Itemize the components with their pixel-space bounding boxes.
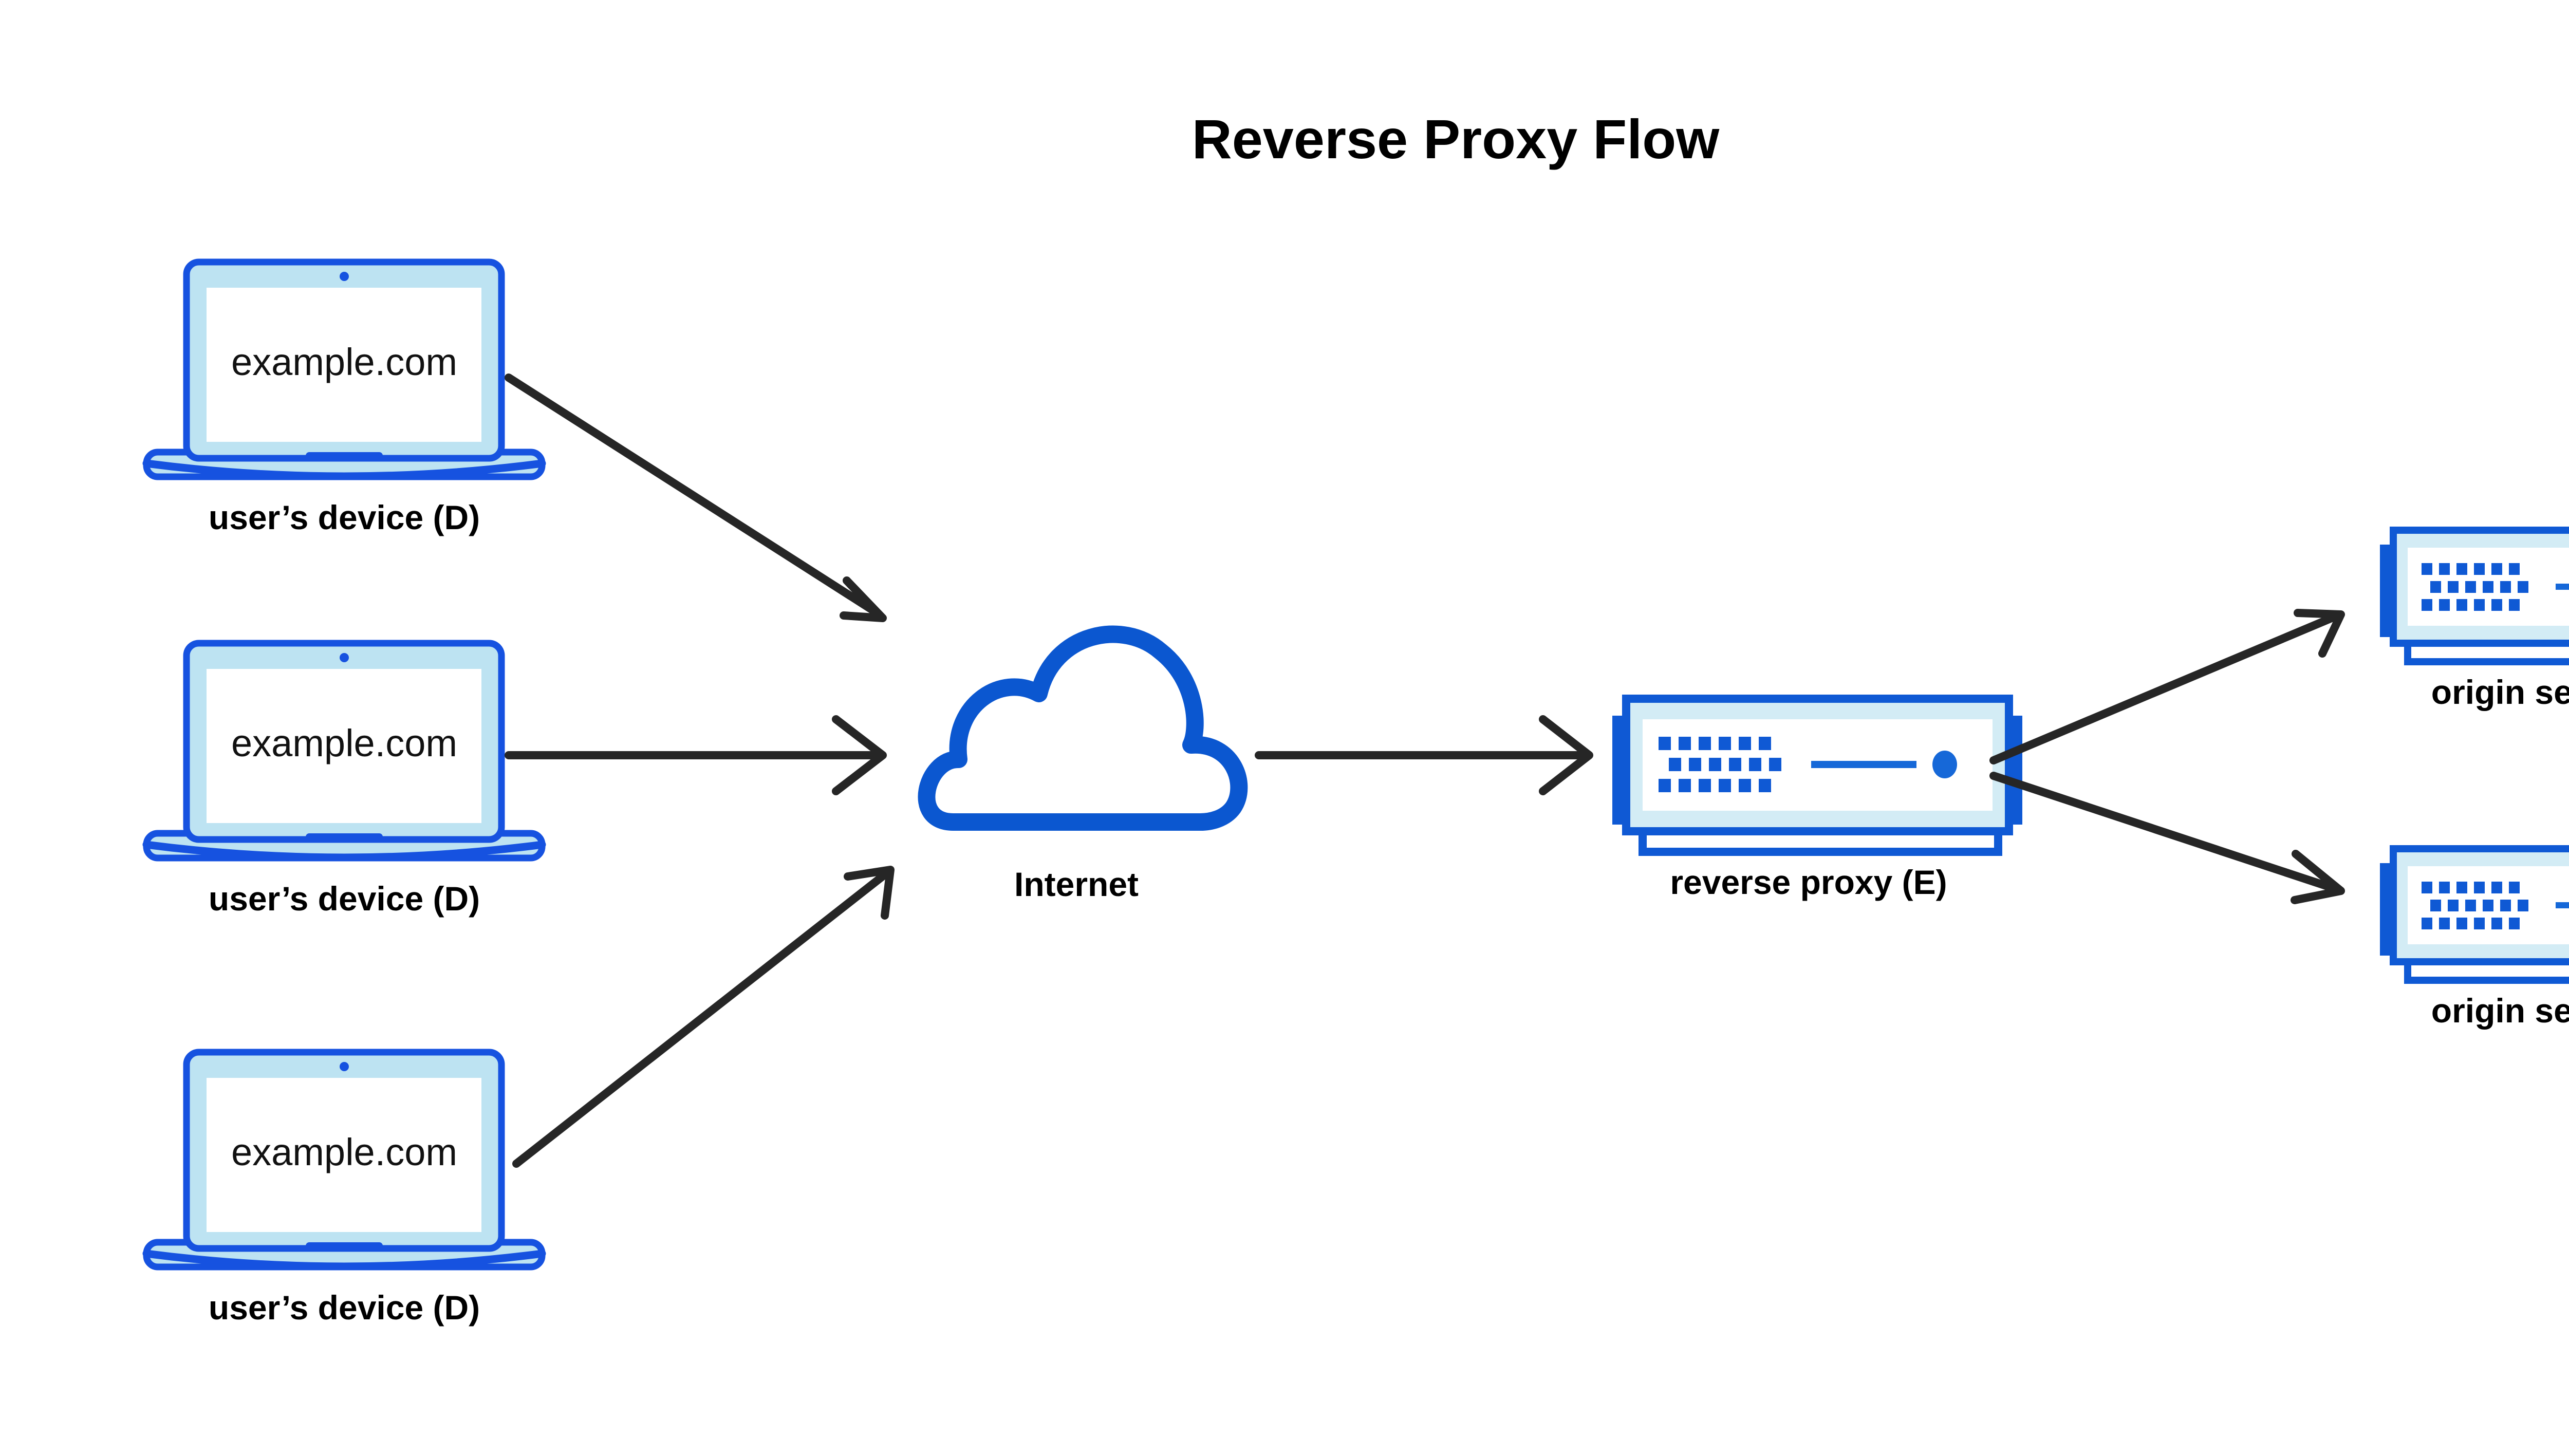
arrowhead-icon [2294, 609, 2345, 658]
arrowhead-icon [832, 715, 887, 795]
origin-bottom-node[interactable]: origin server (F) [2380, 845, 2569, 1030]
arrowhead-icon [844, 866, 895, 920]
edge-reverse-proxy-origin-top [1989, 609, 2345, 764]
webcam-dot-icon [340, 1062, 349, 1071]
internet-label: Internet [1014, 865, 1139, 903]
server-icon [2380, 527, 2569, 665]
device-top-node[interactable]: example.com user’s device (D) [142, 258, 546, 536]
device-top-label: user’s device (D) [209, 498, 480, 536]
server-icon [2380, 845, 2569, 984]
laptop-icon [142, 1049, 546, 1271]
device-bottom-label: user’s device (D) [209, 1289, 480, 1327]
device-screen-text: example.com [231, 1131, 457, 1173]
origin-bottom-label: origin server (F) [2431, 992, 2569, 1030]
edge-device-bottom-internet [512, 866, 895, 1168]
device-screen-text: example.com [231, 341, 457, 383]
cloud-icon [918, 625, 1248, 831]
edge-device-top-internet [505, 374, 887, 622]
reverse-proxy-node[interactable]: reverse proxy (E) [1612, 695, 2022, 901]
laptop-icon [142, 258, 546, 480]
page-title: Reverse Proxy Flow [1192, 108, 1720, 170]
webcam-dot-icon [340, 272, 349, 281]
edge-device-middle-internet [505, 715, 887, 795]
edge-internet-reverse-proxy [1255, 715, 1593, 795]
edge-reverse-proxy-origin-bottom [1989, 772, 2345, 904]
internet-node[interactable]: Internet [918, 625, 1248, 903]
arrowhead-icon [2291, 850, 2345, 904]
device-middle-node[interactable]: example.com user’s device (D) [142, 640, 546, 918]
webcam-dot-icon [340, 653, 349, 662]
arrowhead-icon [1539, 715, 1593, 795]
reverse-proxy-label: reverse proxy (E) [1670, 863, 1947, 901]
server-icon [1612, 695, 2022, 856]
device-middle-label: user’s device (D) [209, 880, 480, 918]
origin-top-label: origin server (F) [2431, 673, 2569, 711]
status-led-icon [1932, 751, 1957, 778]
arrowhead-icon [840, 576, 887, 622]
laptop-icon [142, 640, 546, 862]
device-screen-text: example.com [231, 722, 457, 764]
origin-top-node[interactable]: origin server (F) [2380, 527, 2569, 711]
device-bottom-node[interactable]: example.com user’s device (D) [142, 1049, 546, 1327]
